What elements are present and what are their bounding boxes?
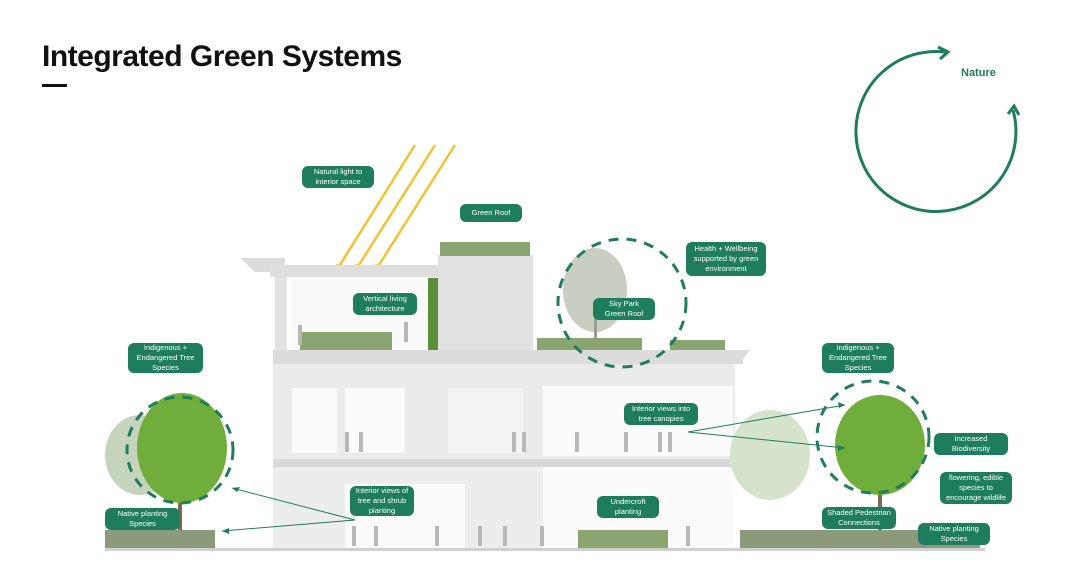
title-underline	[42, 84, 67, 87]
building-section	[105, 242, 985, 551]
nature-cycle-icon	[854, 45, 1021, 213]
label-interior-shrub: Interior views of tree and shrub plantin…	[350, 486, 414, 516]
dashed-circle-left-tree	[125, 395, 235, 505]
people-silhouettes	[298, 322, 690, 546]
dashed-circle-sky-park	[556, 237, 688, 369]
label-increased-biodiversity: Increased Biodiversity	[934, 433, 1008, 455]
leader-arrowheads	[222, 402, 845, 534]
label-health-wellbeing: Health + Wellbeing supported by green en…	[686, 242, 766, 276]
label-sky-park: Sky Park Green Roof	[593, 298, 655, 320]
highlight-circles	[125, 237, 931, 505]
nature-label: Nature	[961, 67, 996, 79]
label-green-roof: Green Roof	[460, 204, 522, 222]
tree-left	[105, 393, 227, 548]
dashed-circle-right-tree	[815, 379, 931, 495]
slide-title: Integrated Green Systems	[42, 40, 402, 73]
label-native-right: Native planting Species	[918, 523, 990, 545]
label-native-left: Native planting Species	[105, 508, 180, 530]
label-indigenous-right: Indigenous + Endangered Tree Species	[822, 343, 894, 373]
label-undercroft: Undercroft planting	[597, 496, 659, 518]
label-indigenous-left: Indigenous + Endangered Tree Species	[128, 343, 203, 373]
label-natural-light: Natural light to interior space	[302, 166, 374, 188]
label-vertical-living: Vertical living architecture	[353, 293, 417, 315]
label-flowering-species: flowering, edible species to encourage w…	[940, 472, 1012, 504]
tree-right	[730, 395, 980, 548]
tree-sky-park	[563, 248, 627, 340]
sunlight-rays	[336, 144, 457, 269]
label-shaded-pedestrian: Shaded Pedestrian Connections	[822, 507, 896, 529]
leader-lines	[221, 404, 846, 532]
label-interior-canopies: Interior views into tree canopies	[624, 403, 698, 425]
